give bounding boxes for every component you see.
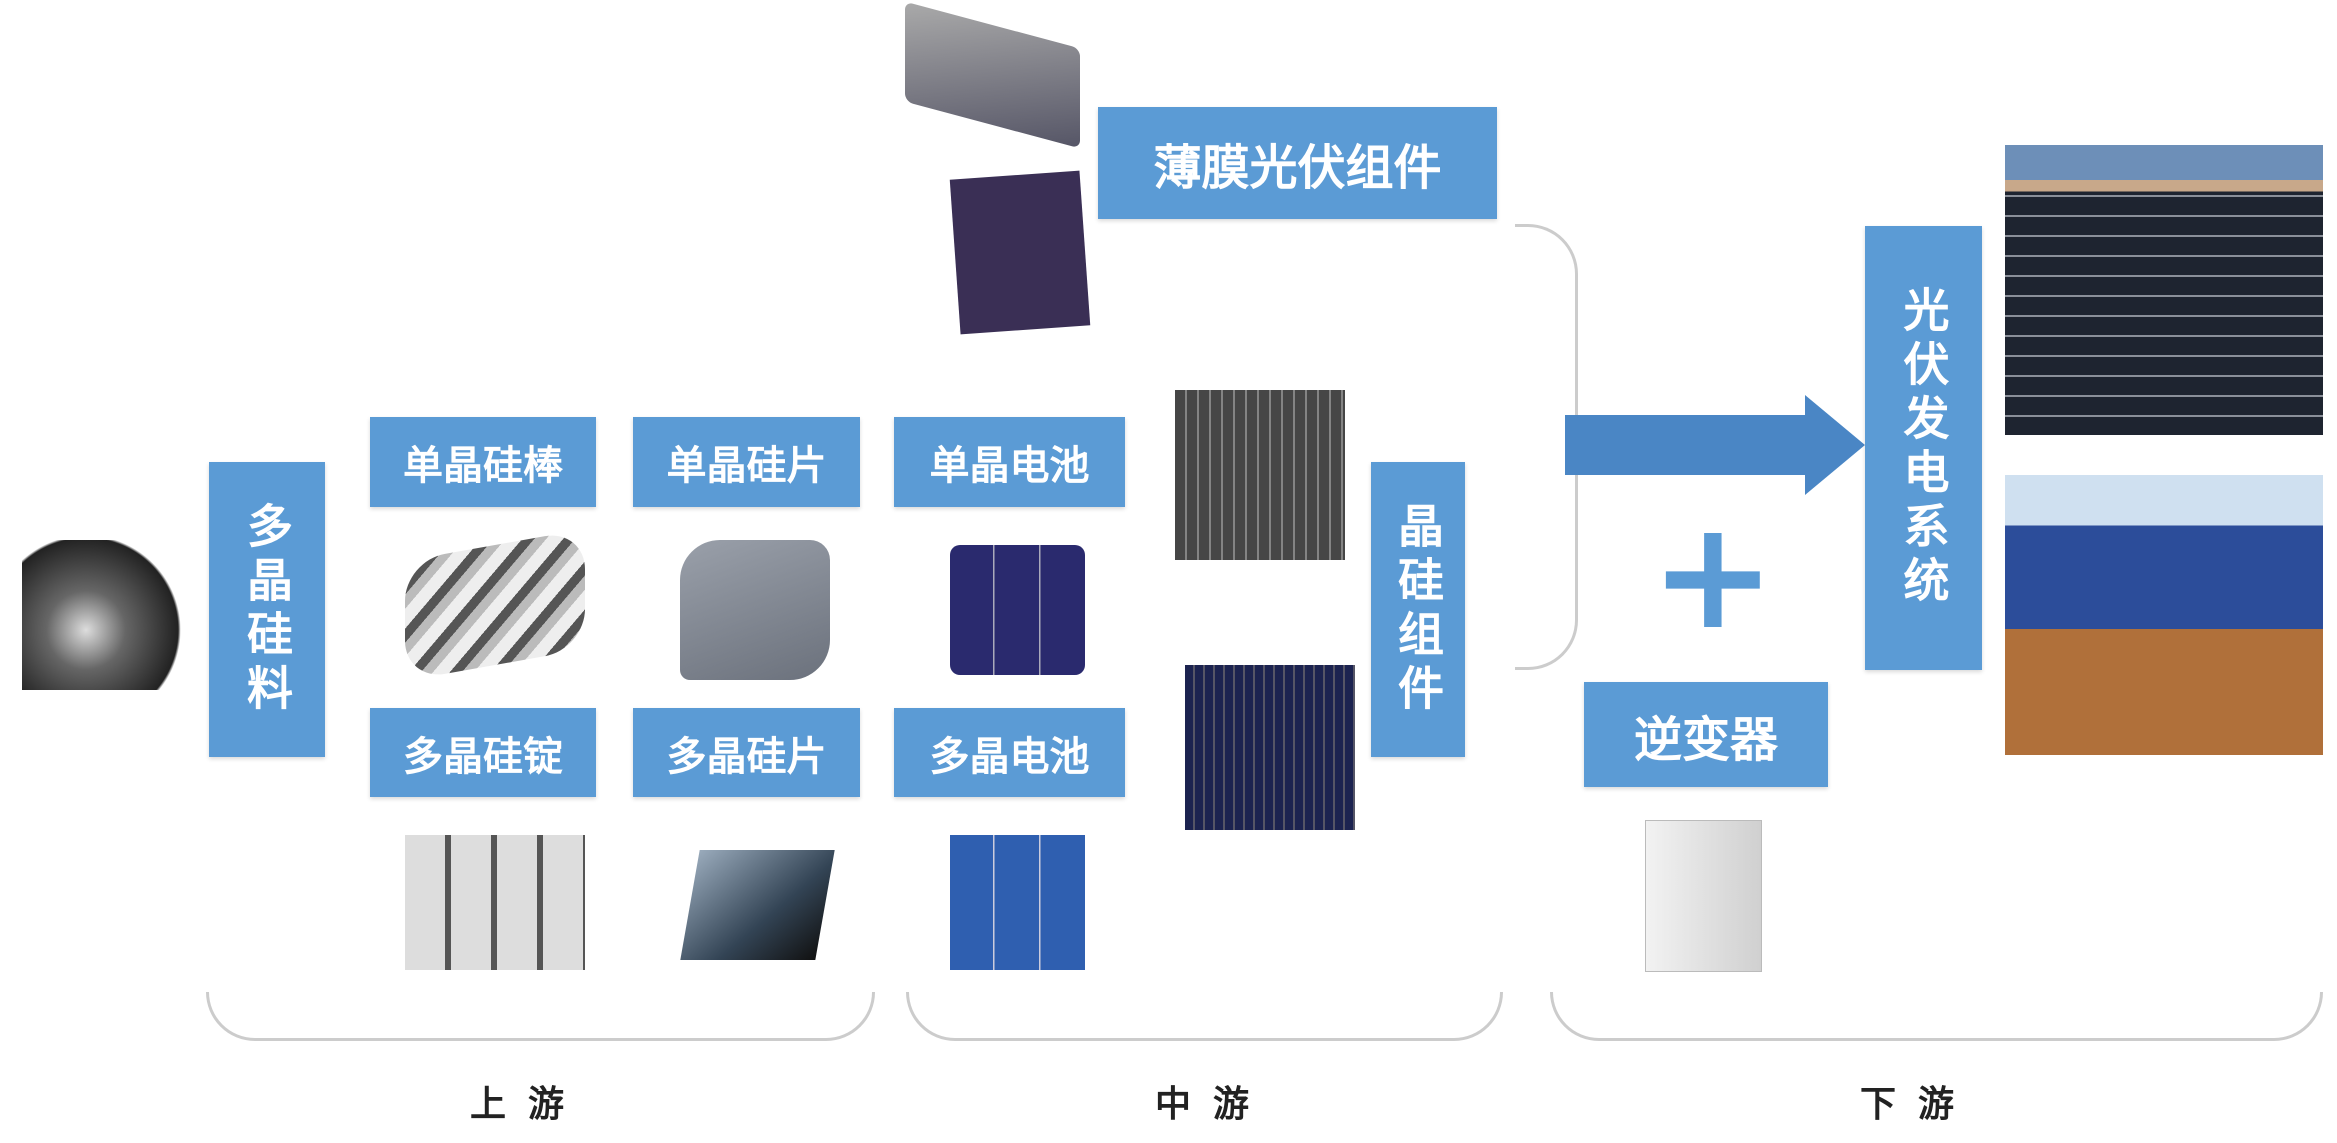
- mono-ingot-image: [405, 529, 585, 681]
- downstream-brace: [1550, 992, 2323, 1041]
- mono-wafer-box: 单晶硅片: [633, 417, 860, 507]
- poly-cell-box: 多晶电池: [894, 708, 1125, 797]
- solar-farm-image: [2005, 145, 2323, 435]
- thin-film-module-box: 薄膜光伏组件: [1098, 107, 1497, 219]
- upstream-brace: [206, 992, 875, 1041]
- pv-system-box: 光伏发电系统: [1865, 226, 1982, 670]
- mono-cell-box: 单晶电池: [894, 417, 1125, 507]
- mono-wafer-image: [680, 540, 830, 680]
- polysilicon-chunk-image: [22, 540, 182, 690]
- flexible-thin-film-image: [905, 1, 1080, 149]
- poly-wafer-image: [680, 850, 835, 960]
- poly-ingot-box: 多晶硅锭: [370, 708, 596, 797]
- mono-module-image: [1175, 390, 1345, 560]
- midstream-brace: [906, 992, 1503, 1041]
- mono-cell-image: [950, 545, 1085, 675]
- upstream-label: 上游: [470, 1084, 587, 1125]
- midstream-label: 中游: [1155, 1084, 1272, 1125]
- inverter-image: [1645, 820, 1762, 972]
- poly-module-image: [1185, 665, 1355, 830]
- downstream-label: 下游: [1860, 1084, 1977, 1125]
- poly-ingot-image: [405, 835, 585, 970]
- poly-wafer-box: 多晶硅片: [633, 708, 860, 797]
- mono-ingot-box: 单晶硅棒: [370, 417, 596, 507]
- plus-sign: +: [1650, 489, 1776, 663]
- rooftop-solar-image: [2005, 475, 2323, 755]
- polysilicon-material-box: 多晶硅料: [209, 462, 325, 757]
- thin-film-panel-image: [949, 170, 1091, 335]
- poly-cell-image: [950, 835, 1085, 970]
- inverter-box: 逆变器: [1584, 682, 1828, 787]
- crystalline-module-box: 晶硅组件: [1371, 462, 1465, 757]
- flow-arrow: [1565, 395, 1865, 495]
